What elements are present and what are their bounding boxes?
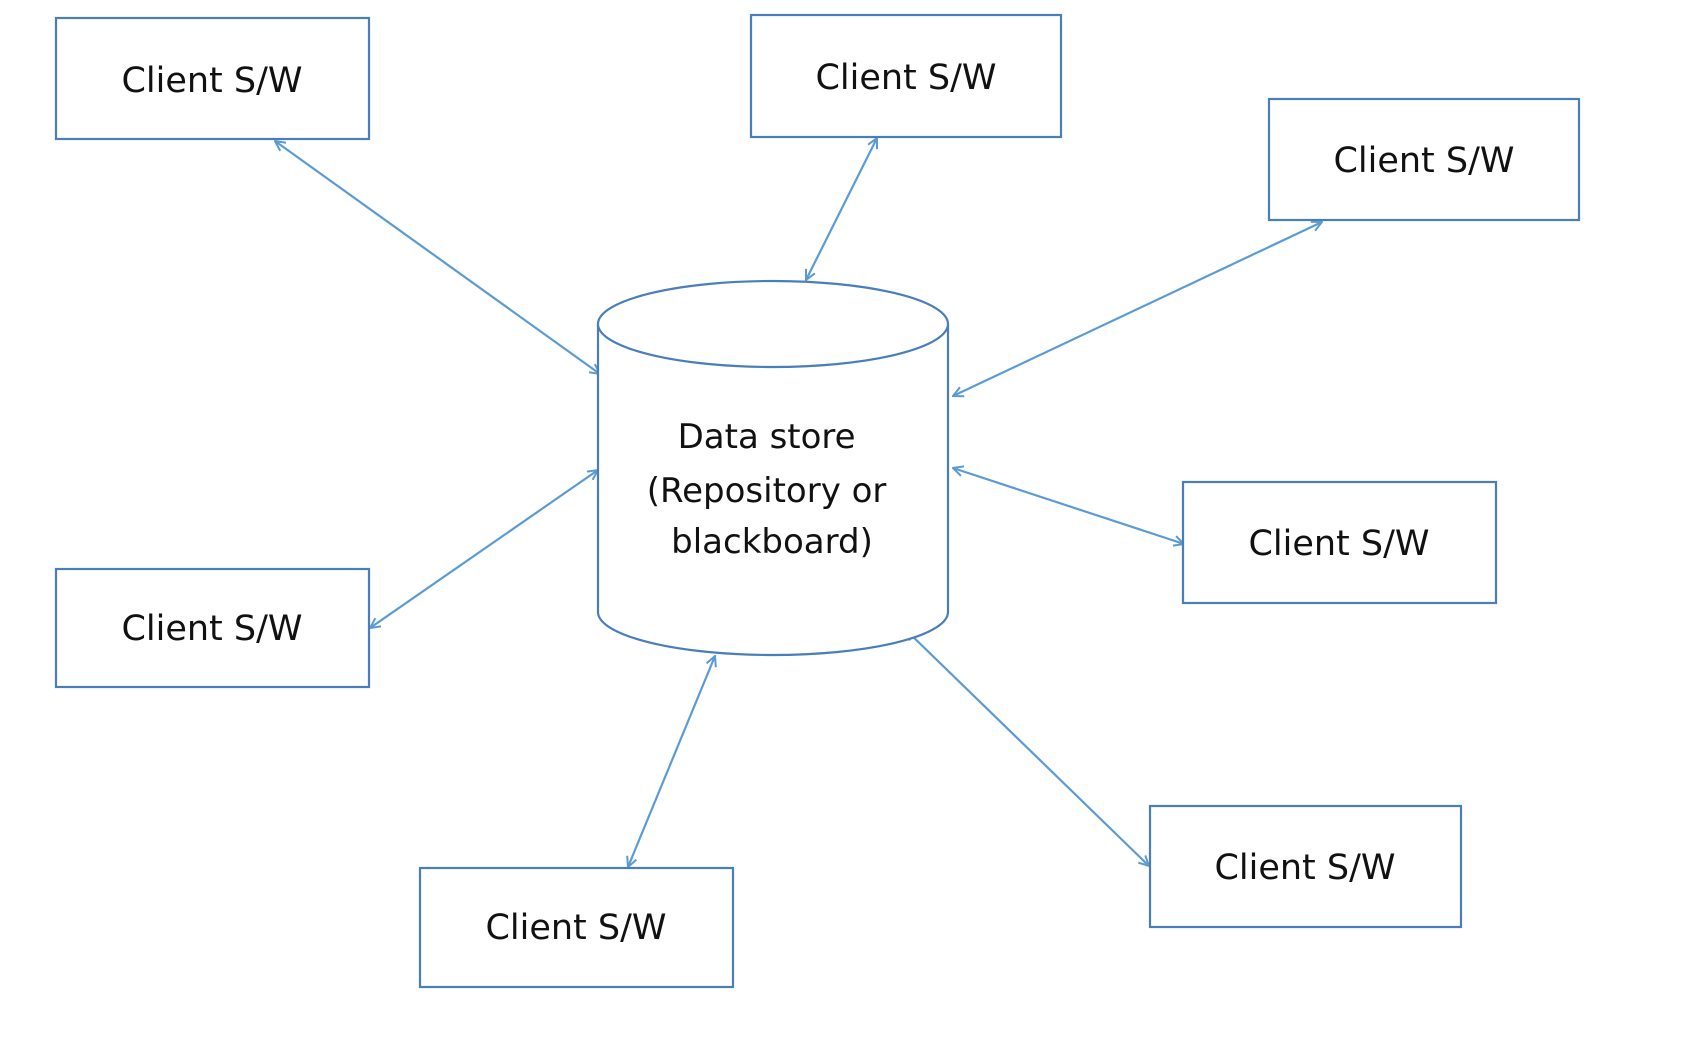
client-box-top-center: Client S/W bbox=[749, 13, 1063, 139]
cylinder-top bbox=[596, 279, 950, 369]
client-box-top-right: Client S/W bbox=[1267, 97, 1581, 222]
connectors bbox=[275, 138, 1322, 867]
connector-top-left bbox=[275, 141, 600, 374]
client-label: Client S/W bbox=[815, 58, 996, 98]
cylinder-body bbox=[596, 324, 950, 657]
data-store-cylinder: Data store (Repository or blackboard) bbox=[596, 279, 950, 657]
client-box-middle-right: Client S/W bbox=[1181, 480, 1498, 605]
client-label: Client S/W bbox=[121, 61, 302, 101]
connector-bottom-right bbox=[906, 630, 1149, 866]
client-box-bottom-center: Client S/W bbox=[418, 866, 735, 989]
data-store-line-2: (Repository or bbox=[647, 471, 887, 511]
client-label: Client S/W bbox=[1214, 848, 1395, 888]
client-label: Client S/W bbox=[1248, 524, 1429, 564]
connector-middle-left bbox=[370, 470, 598, 628]
client-label: Client S/W bbox=[121, 609, 302, 649]
client-label: Client S/W bbox=[1333, 141, 1514, 181]
client-box-middle-left: Client S/W bbox=[54, 567, 371, 689]
connector-middle-right bbox=[953, 468, 1184, 544]
connector-top-right bbox=[953, 222, 1322, 396]
connector-bottom-center bbox=[628, 656, 715, 867]
client-box-bottom-right: Client S/W bbox=[1148, 804, 1463, 929]
data-store-line-1: Data store bbox=[678, 417, 856, 457]
client-box-top-left: Client S/W bbox=[54, 16, 371, 141]
data-store-line-3: blackboard) bbox=[671, 522, 873, 562]
client-label: Client S/W bbox=[485, 908, 666, 948]
data-store-label: Data store (Repository or blackboard) bbox=[647, 417, 897, 562]
connector-top-center bbox=[806, 138, 877, 280]
